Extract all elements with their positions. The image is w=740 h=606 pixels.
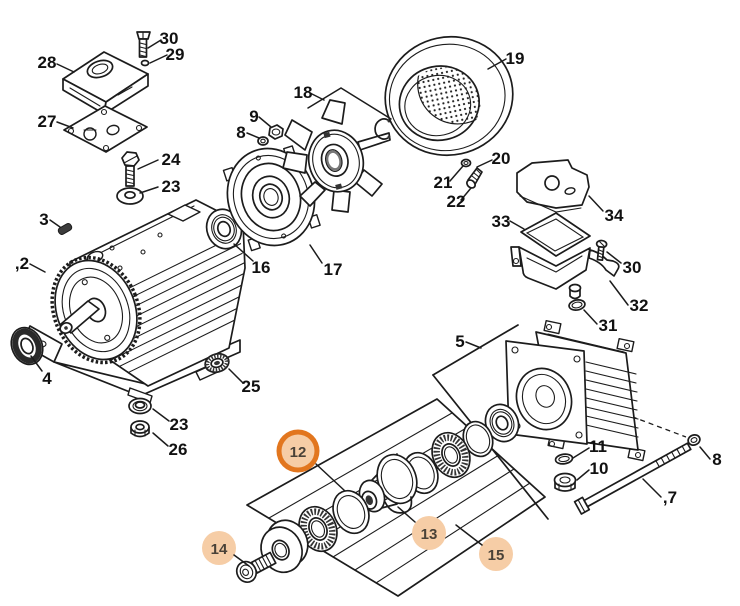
highlight-fill [412,516,446,550]
highlight-marker-15[interactable]: 15 [455,524,513,571]
part-pump-housing-5 [505,319,646,462]
callout-22: 22 [447,192,466,211]
part-washer-8-left [257,136,269,146]
callout-9: 9 [249,107,258,126]
part-fan-18 [282,99,391,213]
part-nut-25 [204,352,230,374]
part-plug-10 [553,472,577,492]
leader-lines [29,39,711,498]
part-bolt-24 [121,151,140,187]
callout-19: 19 [506,49,525,68]
part-nut-26 [130,420,150,438]
callout-3: 3 [39,210,48,229]
callout-23-bottom: 23 [170,415,189,434]
callout-17: 17 [324,260,343,279]
callout-33: 33 [492,212,511,231]
callout-30-top: 30 [160,29,179,48]
callout-7: ,7 [663,488,677,507]
part-bearing-rear [484,403,520,443]
part-frame-33 [520,212,591,257]
callout-23-top: 23 [162,177,181,196]
callout-4: 4 [42,369,52,388]
callout-31: 31 [599,316,618,335]
part-switch-body-32 [510,246,620,300]
part-washer-23-top [116,187,144,205]
part-fan-housing-19 [384,35,514,157]
part-washer-21 [460,158,472,168]
callout-11: 11 [589,437,607,456]
part-cover-34 [516,159,590,213]
part-motor-2 [21,199,246,404]
part-disc-washer [260,519,309,574]
callout-8-right: 8 [712,450,721,469]
part-screw-20-22 [466,167,483,189]
callout-2: ,2 [15,254,29,273]
highlight-fill [202,531,236,565]
callout-26: 26 [169,440,188,459]
highlight-number-15: 15 [488,547,505,564]
part-washer-23-bottom [128,397,152,415]
part-end-shield-17 [222,145,321,252]
callout-30-right: 30 [623,258,642,277]
part-washer-29 [140,59,150,67]
callout-16: 16 [252,258,271,277]
part-bearing-16 [205,208,243,250]
callout-10: 10 [590,459,609,478]
highlight-marker-13[interactable]: 13 [397,506,446,550]
highlight-fill [281,434,315,468]
part-oring-31 [568,299,586,311]
highlight-marker-12[interactable]: 12 [276,429,346,492]
part-washer-8-right [687,434,701,446]
callout-21: 21 [434,173,453,192]
part-screw-14 [235,551,277,584]
callout-28: 28 [38,53,57,72]
part-terminal-box-28 [62,51,149,115]
highlight-number-13: 13 [421,526,438,543]
callout-labels: 30 29 28 27 24 23 18 9 8 19 20 21 22 34 … [15,29,722,507]
part-gasket-27 [63,105,148,153]
callout-20: 20 [492,149,511,168]
callout-8-left: 8 [236,123,245,142]
highlight-fill [479,537,513,571]
callout-27: 27 [38,112,57,131]
highlight-marker-14[interactable]: 14 [202,531,250,567]
callout-32: 32 [630,296,649,315]
part-screw-30-right [595,239,608,262]
part-nut-9 [268,124,284,140]
callout-24: 24 [162,150,181,169]
part-screw-30-top [136,31,151,58]
callout-29: 29 [166,45,185,64]
part-bearing-knurled-front [298,505,338,553]
callout-25: 25 [242,377,261,396]
highlight-number-14: 14 [211,541,228,558]
part-bolt-7 [573,442,692,515]
callout-18: 18 [294,83,313,102]
highlight-number-12: 12 [290,444,307,461]
part-bearing-knurled-rear [431,431,471,479]
part-key-3 [57,223,73,235]
callout-34: 34 [605,206,624,225]
callout-5: 5 [455,332,464,351]
part-ring-front [332,489,370,535]
